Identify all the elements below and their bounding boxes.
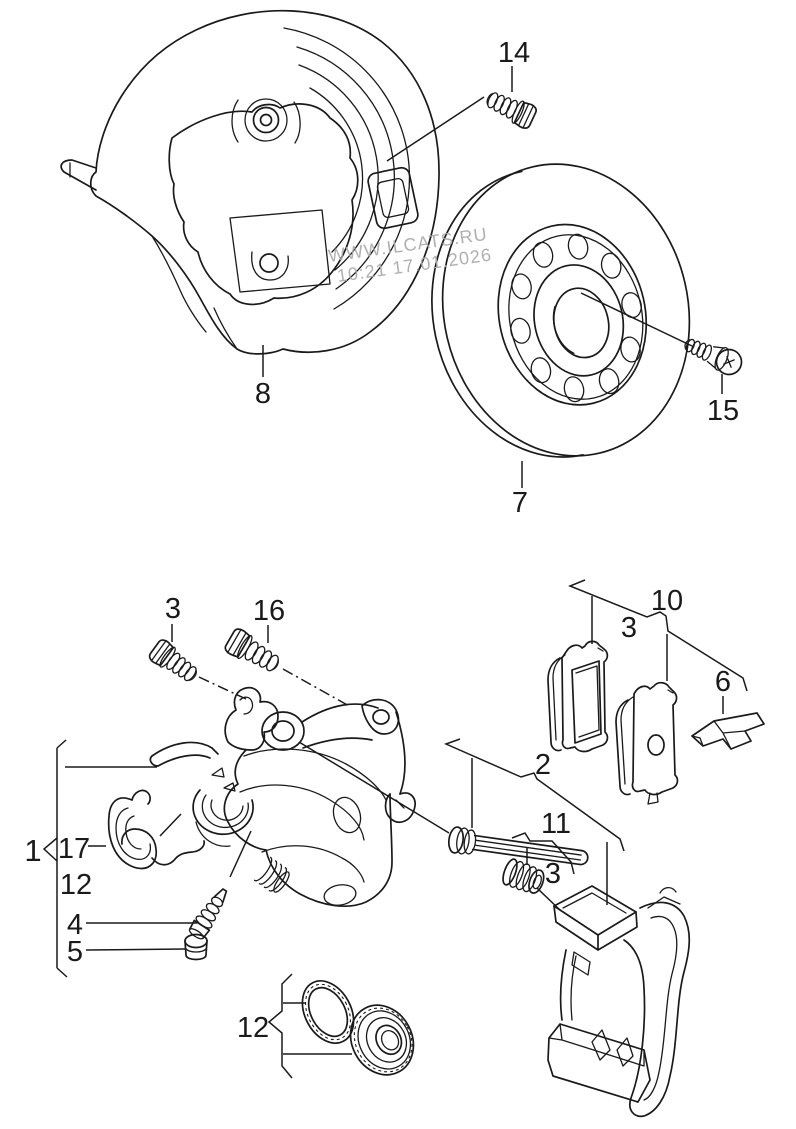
brake-pad-right-drawing	[615, 681, 679, 805]
brake-caliper-drawing	[149, 686, 416, 907]
callout-2[interactable]: 2	[535, 749, 551, 781]
callout-8[interactable]: 8	[255, 378, 271, 410]
callout-12-list[interactable]: 12	[60, 869, 92, 901]
callouts: 14 8 15 7 3 16 1 17 12 4 5 12 10 3 6 2 1…	[24, 37, 739, 1044]
bolt-15-drawing	[684, 338, 743, 376]
callout-5[interactable]: 5	[67, 936, 83, 968]
brake-pad-left-drawing	[547, 640, 609, 753]
piston-boot-drawing	[349, 1004, 415, 1076]
carrier-bracket-drawing	[547, 885, 691, 1118]
watermark: WWW.ILCATS.RU 10:21 17.01.2026	[327, 224, 493, 286]
backing-plate-drawing	[60, 9, 440, 355]
callout-10[interactable]: 10	[651, 585, 683, 617]
spring-17-drawing	[107, 789, 206, 870]
retaining-clip-drawing	[691, 712, 765, 750]
guide-bushing-drawing	[502, 858, 545, 894]
callout-16[interactable]: 16	[253, 595, 285, 627]
bolt-14-drawing	[486, 92, 537, 129]
callout-17[interactable]: 17	[58, 833, 90, 865]
callout-12-kit[interactable]: 12	[237, 1012, 269, 1044]
callout-4[interactable]: 4	[67, 909, 83, 941]
bolt-16-drawing	[224, 628, 279, 672]
bleeder-valve-drawing	[188, 888, 228, 940]
callout-7[interactable]: 7	[512, 487, 528, 519]
seal-ring-drawing	[301, 980, 355, 1044]
callout-3-bushing[interactable]: 3	[545, 858, 561, 890]
callout-3-pad[interactable]: 3	[621, 612, 637, 644]
callout-11[interactable]: 11	[541, 808, 571, 840]
callout-1[interactable]: 1	[24, 833, 41, 868]
leader-lines	[42, 66, 748, 1079]
callout-14[interactable]: 14	[498, 37, 530, 69]
bleeder-cap-drawing	[184, 933, 208, 961]
callout-6[interactable]: 6	[715, 666, 731, 698]
callout-3-caliper-bolt[interactable]: 3	[165, 593, 181, 625]
brake-disc-drawing	[431, 163, 691, 458]
bolt-3-drawing	[148, 639, 197, 682]
callout-15[interactable]: 15	[707, 395, 739, 427]
